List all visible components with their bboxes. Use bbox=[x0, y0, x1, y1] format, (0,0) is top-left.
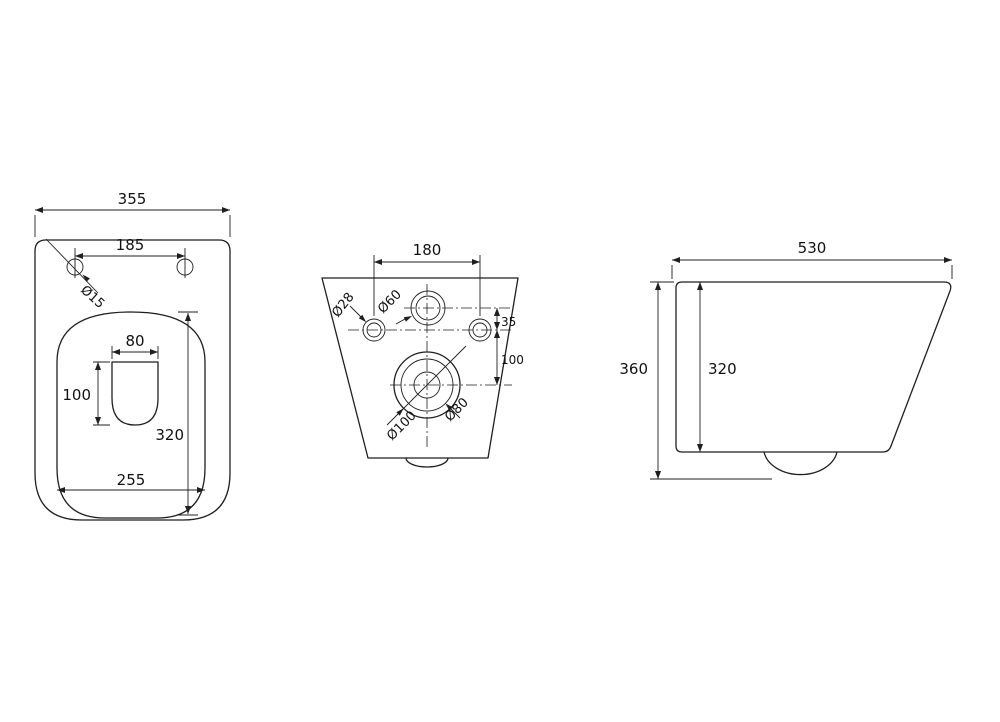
rear-fixing-hole-right-inner bbox=[472, 322, 488, 338]
dim-overall-width: 355 bbox=[118, 190, 147, 208]
dim-hole-spacing: 185 bbox=[116, 236, 145, 254]
dim-bowl-depth: 320 bbox=[155, 426, 184, 444]
rear-body-outline bbox=[321, 277, 519, 459]
dim-overall-depth: 530 bbox=[798, 239, 827, 257]
dim-outlet-inner-diameter: Ø80 bbox=[442, 395, 472, 425]
dim-overall-height: 360 bbox=[619, 360, 648, 378]
dim-fixing-hole-diameter: Ø28 bbox=[329, 290, 357, 320]
dim-outlet-offset: 100 bbox=[501, 353, 524, 367]
leader-arrow-icon bbox=[82, 274, 90, 282]
rear-fixing-hole-left-inner bbox=[366, 322, 382, 338]
inlet-hole-outer bbox=[410, 290, 446, 326]
leader-arrow-icon bbox=[445, 403, 453, 411]
water-spot-outline bbox=[111, 361, 159, 426]
bowl-outline bbox=[56, 311, 206, 519]
side-view: 530 360 320 bbox=[619, 239, 953, 480]
dim-spot-depth: 100 bbox=[62, 386, 91, 404]
dim-bowl-width: 255 bbox=[117, 471, 146, 489]
leader-arrow-icon bbox=[396, 408, 404, 416]
rear-outlet-bump bbox=[405, 457, 449, 468]
dim-spot-width: 80 bbox=[125, 332, 144, 350]
leader-line-inlet-dia bbox=[395, 318, 406, 325]
dim-inlet-offset: 35 bbox=[501, 315, 516, 329]
rear-fixing-hole-left-outer bbox=[362, 318, 386, 342]
leader-arrow-icon bbox=[358, 314, 367, 323]
outlet-circle-center bbox=[413, 371, 441, 399]
outlet-circle-100 bbox=[393, 351, 461, 419]
dim-body-height: 320 bbox=[708, 360, 737, 378]
dim-outlet-diameter: Ø100 bbox=[384, 408, 419, 443]
outlet-circle-80 bbox=[400, 358, 454, 412]
side-body-outline bbox=[675, 281, 952, 453]
dim-inlet-diameter: Ø60 bbox=[375, 287, 405, 317]
leader-arrow-icon bbox=[403, 316, 412, 322]
top-view: 355 185 Ø15 80 100 320 bbox=[34, 190, 231, 521]
rear-view: 180 Ø28 Ø60 35 100 bbox=[321, 241, 524, 468]
leader-line-hole-dia bbox=[45, 238, 99, 294]
dim-hole-diameter: Ø15 bbox=[77, 283, 107, 312]
dim-rear-hole-spacing: 180 bbox=[413, 241, 442, 259]
inlet-hole-inner bbox=[415, 295, 441, 321]
side-outlet-bump bbox=[763, 451, 838, 476]
pan-outline bbox=[34, 239, 231, 521]
leader-line-fixing-dia bbox=[349, 305, 362, 318]
rear-fixing-hole-right-outer bbox=[468, 318, 492, 342]
